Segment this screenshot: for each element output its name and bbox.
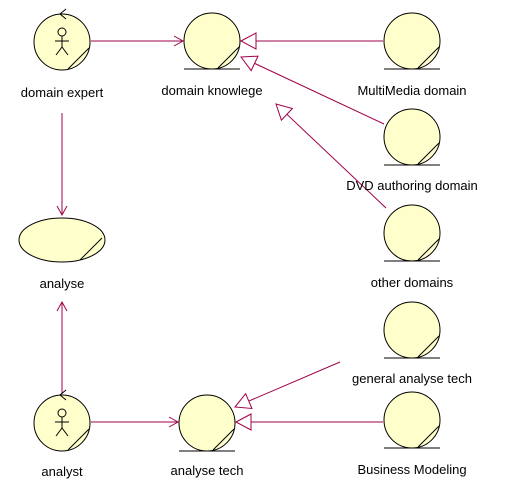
node-domain-expert[interactable]: domain expert	[21, 8, 104, 100]
edge-generalization-multimedia-domain-to-domain-knowlege	[239, 32, 383, 50]
stereotype-slash	[67, 428, 90, 451]
stereotype-slash	[217, 46, 240, 69]
node-dvd-authoring-domain[interactable]: DVD authoring domain	[346, 108, 478, 193]
association-arrowhead	[56, 300, 68, 312]
stereotype-slash	[417, 142, 440, 165]
association-arrowhead	[56, 205, 68, 217]
node-label: analyst	[41, 464, 83, 479]
node-other-domains[interactable]: other domains	[371, 204, 454, 290]
entity-icon	[383, 391, 441, 449]
edge-association-analyst-to-analyse	[56, 300, 68, 394]
node-label: DVD authoring domain	[346, 178, 478, 193]
node-analyse[interactable]: analyse	[18, 217, 106, 291]
edge-generalization-dvd-authoring-domain-to-domain-knowlege	[240, 55, 385, 125]
edges-layer	[56, 32, 387, 431]
entity-icon	[383, 204, 441, 262]
generalization-arrowhead	[234, 413, 252, 431]
node-analyse-tech[interactable]: analyse tech	[171, 394, 244, 478]
entity-icon	[383, 108, 441, 166]
use-case-icon	[18, 217, 106, 263]
edge-generalization-other-domains-to-domain-knowlege	[275, 103, 387, 209]
node-label: domain knowlege	[161, 83, 262, 98]
node-label: general analyse tech	[352, 371, 472, 386]
edge-line	[254, 62, 385, 125]
nodes-layer: domain expert domain knowlege MultiMedia d…	[18, 8, 478, 479]
edge-association-domain-expert-to-domain-knowlege	[91, 35, 185, 47]
stereotype-slash	[417, 238, 440, 261]
generalization-arrowhead	[275, 103, 294, 122]
node-label: MultiMedia domain	[357, 83, 466, 98]
entity-icon	[383, 12, 441, 70]
node-analyst[interactable]: analyst	[33, 389, 91, 479]
association-arrowhead	[173, 35, 185, 47]
generalization-arrowhead	[240, 55, 259, 72]
node-label: Business Modeling	[357, 462, 466, 477]
actor-figure	[55, 408, 69, 437]
control-arrow	[59, 8, 67, 20]
node-label: analyse tech	[171, 463, 244, 478]
stereotype-slash	[417, 335, 440, 358]
node-business-modeling[interactable]: Business Modeling	[357, 391, 467, 477]
edge-association-analyst-to-analyse-tech	[91, 416, 180, 428]
stereotype-slash	[417, 425, 440, 448]
edge-generalization-general-analyse-tech-to-analyse-tech	[234, 361, 341, 410]
actor-figure	[55, 27, 69, 56]
node-label: other domains	[371, 275, 454, 290]
node-general-analyse-tech[interactable]: general analyse tech	[352, 301, 472, 386]
control-arrow	[59, 389, 67, 401]
edge-association-domain-expert-to-analyse	[56, 113, 68, 217]
entity-icon	[383, 301, 441, 359]
stereotype-slash	[417, 46, 440, 69]
generalization-arrowhead	[234, 392, 253, 410]
edge-line	[248, 361, 341, 402]
stereotype-slash	[212, 428, 235, 451]
generalization-arrowhead	[239, 32, 257, 50]
association-arrowhead	[168, 416, 180, 428]
node-multimedia-domain[interactable]: MultiMedia domain	[357, 12, 467, 98]
node-domain-knowlege[interactable]: domain knowlege	[161, 12, 263, 98]
stereotype-slash	[67, 47, 90, 70]
node-label: analyse	[40, 276, 85, 291]
edge-generalization-business-modeling-to-analyse-tech	[234, 413, 383, 431]
node-label: domain expert	[21, 85, 104, 100]
entity-icon	[178, 394, 236, 452]
stereotype-slash	[79, 237, 103, 261]
edge-line	[286, 113, 387, 209]
entity-icon	[183, 12, 241, 70]
